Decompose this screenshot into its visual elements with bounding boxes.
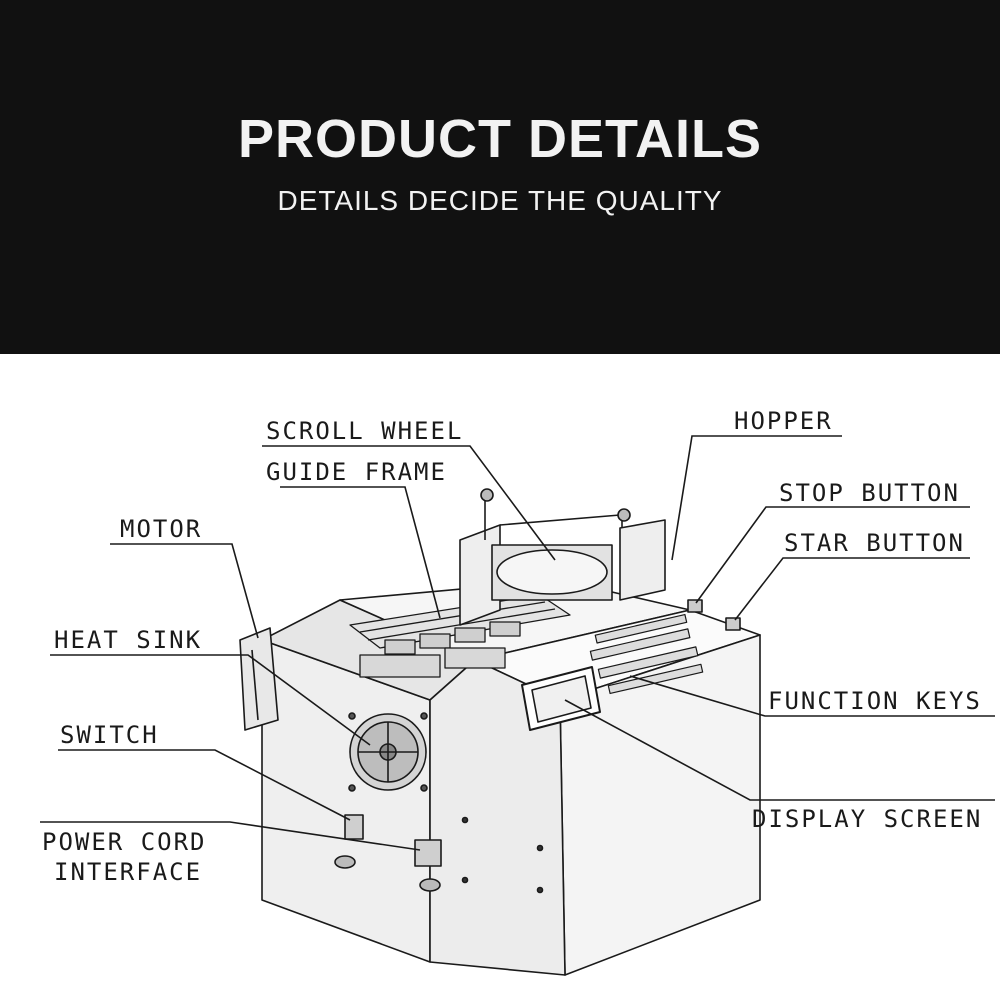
label-hopper: HOPPER [734,407,833,435]
label-stop-button: STOP BUTTON [779,479,960,507]
page-title: PRODUCT DETAILS [238,109,762,169]
label-heat-sink: HEAT SINK [54,626,203,654]
label-star-button: STAR BUTTON [784,529,965,557]
leader-guide-frame [280,486,441,619]
leader-switch [58,749,351,821]
function-keys-shape [589,613,704,695]
label-motor: MOTOR [120,515,203,543]
leader-scroll-wheel [262,445,556,561]
scroll-wheel-shape [459,488,666,626]
heat-sink-shape [348,712,428,792]
motor-shape [239,627,279,731]
label-power-cord-line1: POWER CORD [42,828,207,856]
page-subtitle: DETAILS DECIDE THE QUALITY [277,185,723,216]
leader-heat-sink [50,654,371,746]
header-banner: PRODUCT DETAILS DETAILS DECIDE THE QUALI… [0,0,1000,354]
label-scroll-wheel: SCROLL WHEEL [266,417,464,445]
leader-hopper [671,435,842,561]
stop-button-shape [687,599,703,613]
leader-stop-button [695,506,970,604]
label-display-screen: DISPLAY SCREEN [752,805,983,833]
label-guide-frame: GUIDE FRAME [266,458,447,486]
label-power-cord-line2: INTERFACE [54,858,203,886]
label-function-keys: FUNCTION KEYS [768,687,982,715]
leader-power-cord [40,821,421,851]
switch-shape [344,814,364,840]
leader-function-keys [629,675,995,717]
leader-display-screen [564,699,995,801]
start-button-shape [725,617,741,631]
leader-lines [40,435,995,851]
power-interface-shape [414,839,442,867]
leader-motor [110,543,259,639]
label-switch: SWITCH [60,721,159,749]
leader-star-button [734,557,970,621]
machine-illustration [40,435,995,976]
machine-diagram: SCROLL WHEEL GUIDE FRAME MOTOR HEAT SINK… [0,354,1000,1000]
